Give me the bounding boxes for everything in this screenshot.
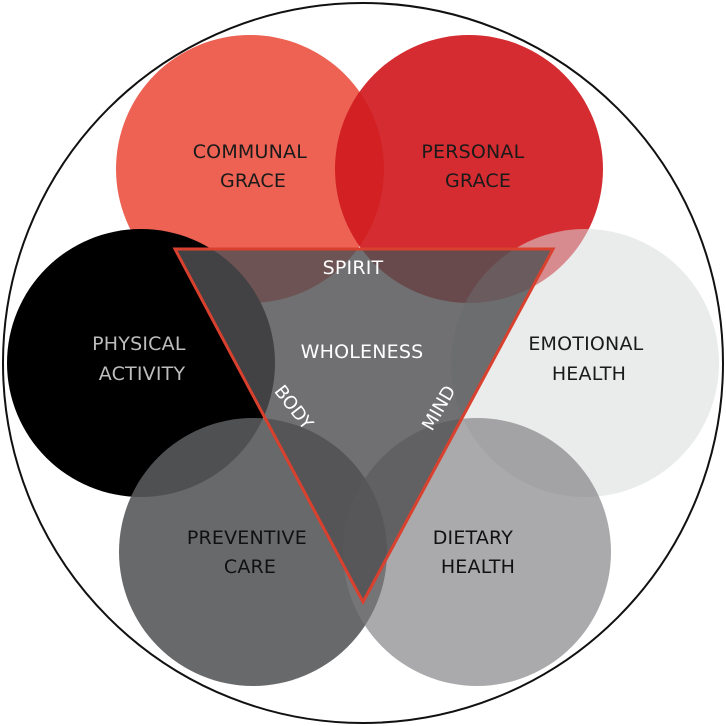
label-spirit: SPIRIT — [323, 257, 384, 279]
label-emotional-health: EMOTIONAL HEALTH — [528, 333, 649, 385]
circle-personal-grace — [335, 35, 603, 303]
label-preventive-care: PREVENTIVE CARE — [187, 527, 313, 578]
label-physical-activity: PHYSICAL ACTIVITY — [92, 333, 192, 385]
label-communal-grace: COMMUNAL GRACE — [193, 141, 314, 192]
label-dietary-health: DIETARY HEALTH — [433, 527, 520, 578]
wholeness-triangle — [172, 247, 556, 606]
label-wholeness: WHOLENESS — [301, 341, 424, 363]
label-personal-grace: PERSONAL GRACE — [421, 141, 530, 192]
